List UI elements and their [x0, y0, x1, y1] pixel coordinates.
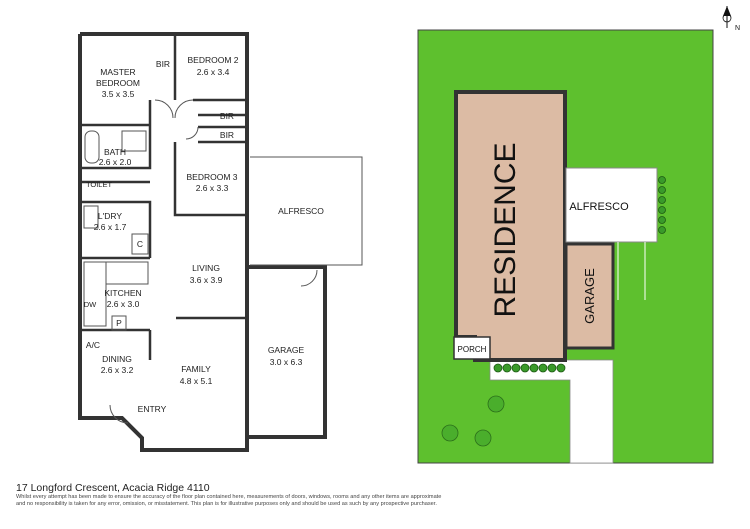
disclaimer-text: Whilst every attempt has been made to en… — [16, 494, 442, 507]
garage-floor-name: GARAGE — [268, 345, 305, 355]
trees — [441, 395, 505, 447]
bath-size: 2.6 x 2.0 — [99, 157, 132, 167]
shrubs — [493, 176, 666, 373]
aircon-label: A/C — [86, 340, 100, 350]
north-arrow-icon: N — [722, 6, 740, 32]
laundry-size: 2.6 x 1.7 — [94, 222, 127, 232]
laundry-name: L'DRY — [98, 211, 122, 221]
property-address: 17 Longford Crescent, Acacia Ridge 4110 — [16, 482, 210, 494]
outer-wall-main — [78, 32, 249, 452]
garage-floor-size: 3.0 x 6.3 — [270, 357, 303, 367]
cupboard-label: C — [137, 239, 143, 249]
toilet-label: TOILET — [86, 180, 113, 189]
alfresco-area — [565, 167, 658, 243]
living-size: 3.6 x 3.9 — [190, 275, 223, 285]
dining-size: 2.6 x 3.2 — [101, 365, 134, 375]
alfresco-outline — [250, 156, 363, 266]
pantry-box — [111, 315, 127, 331]
shower — [121, 130, 147, 152]
dining-name: DINING — [102, 354, 132, 364]
master-bedroom-name-1: MASTER — [100, 67, 135, 77]
porch-label: PORCH — [458, 345, 487, 354]
laundry-cupboard — [131, 233, 149, 255]
bir-2-label: BIR — [220, 111, 234, 121]
kitchen-bench — [83, 261, 107, 327]
garage-site-label: GARAGE — [582, 268, 597, 324]
master-bedroom-size: 3.5 x 3.5 — [102, 89, 135, 99]
residence-label: RESIDENCE — [489, 142, 522, 317]
porch-area — [453, 336, 491, 360]
kitchen-cooktop — [105, 261, 149, 285]
garage-walls — [247, 265, 327, 439]
bedroom-2-size: 2.6 x 3.4 — [197, 67, 230, 77]
bir-1-label: BIR — [156, 59, 170, 69]
bathtub — [84, 130, 100, 164]
family-size: 4.8 x 5.1 — [180, 376, 213, 386]
garage-building — [564, 242, 615, 350]
site-plan: RESIDENCE ALFRESCO GARAGE PORCH N — [417, 6, 740, 464]
interior-walls — [80, 34, 249, 360]
kitchen-size: 2.6 x 3.0 — [107, 299, 140, 309]
bath-name: BATH — [104, 147, 126, 157]
alfresco-site-label: ALFRESCO — [569, 201, 629, 213]
entry-label: ENTRY — [138, 404, 167, 414]
fence-lines — [617, 242, 646, 300]
laundry-tub — [83, 205, 99, 229]
compass-north-label: N — [735, 25, 740, 32]
family-name: FAMILY — [181, 364, 211, 374]
door-swings — [109, 99, 318, 424]
bedroom-3-size: 2.6 x 3.3 — [196, 183, 229, 193]
bedroom-2-name: BEDROOM 2 — [187, 55, 238, 65]
kitchen-name: KITCHEN — [104, 288, 141, 298]
living-name: LIVING — [192, 263, 220, 273]
bedroom-3-name: BEDROOM 3 — [186, 172, 237, 182]
dishwasher-label: DW — [84, 300, 97, 309]
floor-plan: MASTER BEDROOM 3.5 x 3.5 BIR BEDROOM 2 2… — [78, 32, 363, 452]
driveway — [489, 359, 614, 464]
bir-3-label: BIR — [220, 130, 234, 140]
alfresco-floor-label: ALFRESCO — [278, 206, 324, 216]
pantry-label: P — [116, 318, 122, 328]
master-bedroom-name-2: BEDROOM — [96, 78, 140, 88]
